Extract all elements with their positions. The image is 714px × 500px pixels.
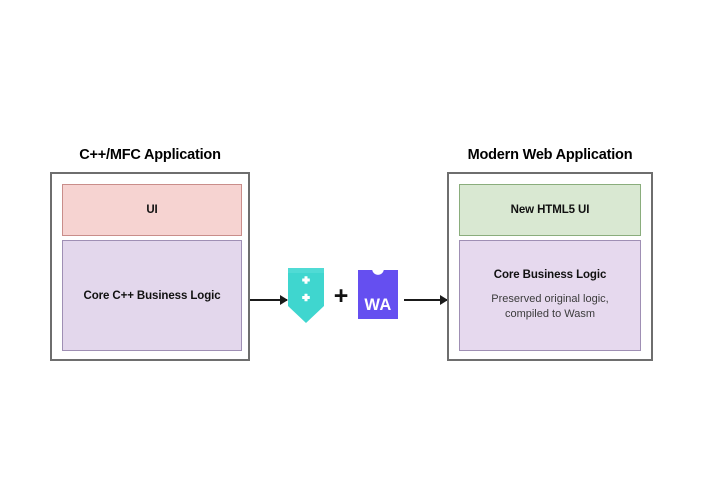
- modern-core-logic-layer: Core Business Logic Preserved original l…: [459, 240, 641, 351]
- legacy-application-panel: C++/MFC Application UI Core C++ Business…: [50, 147, 250, 361]
- svg-text:WA: WA: [364, 296, 391, 314]
- modern-ui-layer: New HTML5 UI: [459, 184, 641, 236]
- transform-group: + WA: [250, 252, 448, 348]
- legacy-core-logic-layer: Core C++ Business Logic: [62, 240, 242, 351]
- description-line-2: compiled to Wasm: [504, 308, 596, 320]
- plus-operator-icon: +: [333, 282, 349, 310]
- legacy-panel-title: C++/MFC Application: [79, 147, 221, 163]
- modern-ui-label: New HTML5 UI: [510, 204, 590, 216]
- legacy-ui-layer: UI: [62, 184, 242, 236]
- arrow-shaft: [404, 299, 447, 301]
- legacy-ui-label: UI: [146, 204, 158, 216]
- arrow-shaft: [250, 299, 287, 301]
- description-line-1: Preserved original logic,: [491, 293, 609, 306]
- modern-core-logic-description: Preserved original logic, compiled to Wa…: [491, 292, 608, 321]
- legacy-core-logic-label: Core C++ Business Logic: [83, 289, 221, 302]
- arrow-head: [280, 295, 288, 305]
- arrow-head: [440, 295, 448, 305]
- webassembly-icon: WA: [358, 270, 398, 319]
- arrow-legacy-to-cpp: [250, 295, 288, 305]
- cpp-shield-icon: [288, 268, 324, 323]
- modern-application-panel: Modern Web Application New HTML5 UI Core…: [447, 147, 653, 361]
- modern-panel-title: Modern Web Application: [467, 147, 633, 163]
- arrow-wasm-to-modern: [404, 295, 448, 305]
- modern-core-logic-label: Core Business Logic: [493, 269, 607, 282]
